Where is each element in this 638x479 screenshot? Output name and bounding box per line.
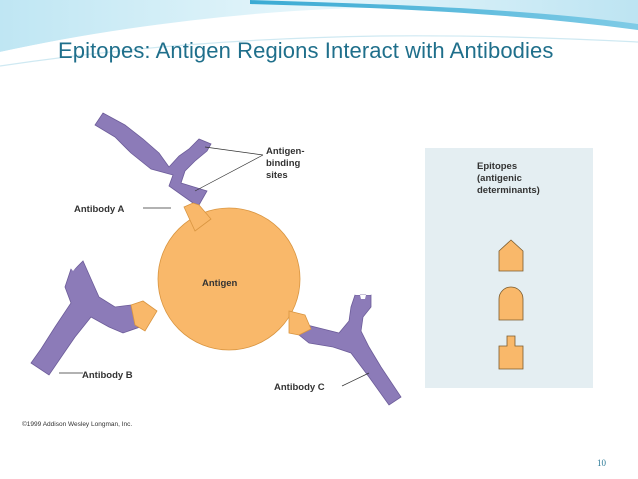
rounded-top-epitope-icon bbox=[498, 286, 524, 321]
antigen-binding-sites-label-line3: sites bbox=[266, 170, 288, 181]
pointed-top-epitope-icon bbox=[498, 239, 524, 272]
antibody-a-shape bbox=[94, 112, 212, 206]
diagram-canvas: Antigen- binding sites Antibody A Antibo… bbox=[22, 112, 593, 428]
copyright-notice: ©1999 Addison Wesley Longman, Inc. bbox=[22, 420, 132, 428]
antibody-a-label: Antibody A bbox=[74, 204, 124, 215]
epitopes-panel: Epitopes (antigenic determinants) bbox=[425, 148, 593, 388]
page-number: 10 bbox=[597, 458, 606, 468]
antigen-label: Antigen bbox=[202, 278, 238, 289]
slide-title: Epitopes: Antigen Regions Interact with … bbox=[58, 38, 554, 63]
leader-lines bbox=[59, 146, 370, 387]
header-swoosh-decoration bbox=[0, 0, 638, 67]
antibody-c-label: Antibody C bbox=[274, 382, 325, 393]
antibody-b-shape bbox=[30, 259, 144, 376]
epitopes-heading-line2: (antigenic bbox=[477, 173, 522, 184]
antigen-binding-sites-label-line2: binding bbox=[266, 158, 300, 169]
stepped-top-epitope-icon bbox=[498, 335, 524, 370]
epitope-diagram: Antigen- binding sites Antibody A Antibo… bbox=[19, 111, 609, 438]
antigen-binding-sites-label-line1: Antigen- bbox=[266, 146, 305, 157]
antibody-b-label: Antibody B bbox=[82, 370, 133, 381]
antibody-c-shape bbox=[298, 291, 402, 406]
antigen-shape bbox=[130, 202, 312, 351]
epitopes-heading-line1: Epitopes bbox=[477, 161, 517, 172]
epitopes-heading-line3: determinants) bbox=[477, 185, 540, 196]
